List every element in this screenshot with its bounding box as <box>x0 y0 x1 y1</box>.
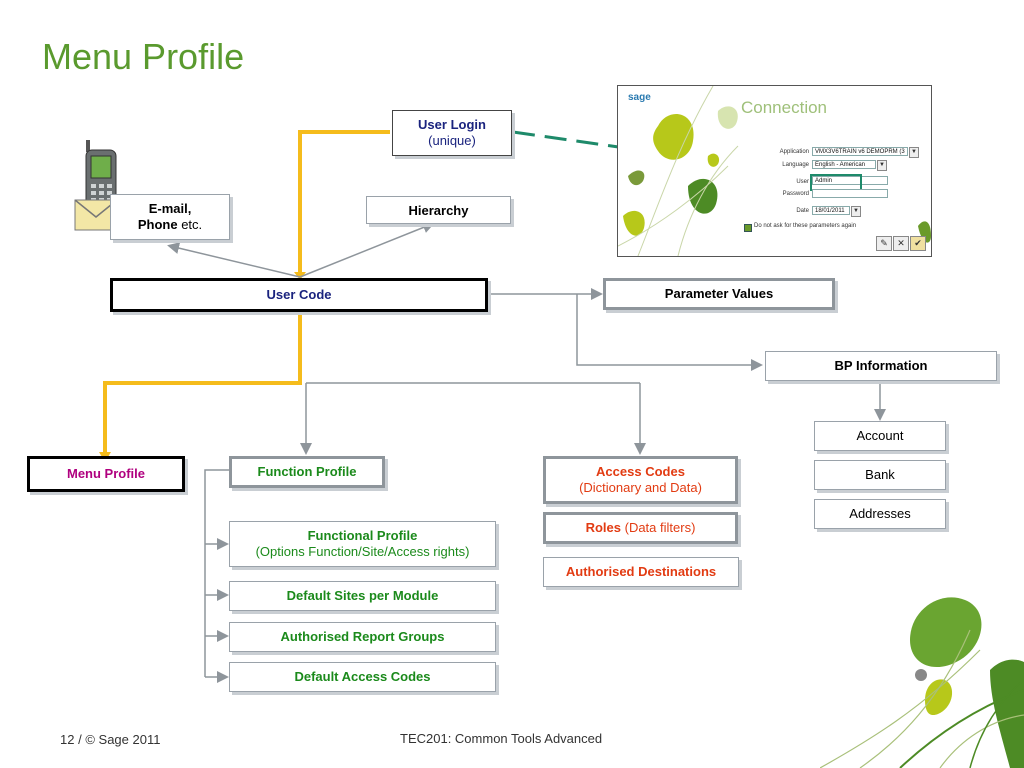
roles-box: Roles (Data filters) <box>543 512 738 544</box>
default-access-codes-box: Default Access Codes <box>229 662 496 692</box>
page-number: 12 <box>60 732 75 747</box>
report-groups-box: Authorised Report Groups <box>229 622 496 652</box>
remember-checkbox-label: Do not ask for these parameters again <box>754 223 857 229</box>
language-dropdown-icon[interactable]: ▼ <box>877 160 887 171</box>
yellow-path <box>103 130 390 457</box>
etc-label: etc. <box>177 217 203 232</box>
page-title: Menu Profile <box>42 36 245 77</box>
hierarchy-label: Hierarchy <box>408 203 469 218</box>
date-label: Date <box>796 208 809 214</box>
addresses-label: Addresses <box>849 506 911 521</box>
roles-note: (Data filters) <box>621 520 696 535</box>
password-field[interactable] <box>812 189 888 198</box>
hierarchy-box: Hierarchy <box>366 196 511 224</box>
bank-box: Bank <box>814 460 946 490</box>
bp-information-box: BP Information <box>765 351 997 381</box>
parameter-values-label: Parameter Values <box>664 286 774 301</box>
user-login-box: User Login (unique) <box>392 110 512 156</box>
functional-profile-label: Functional Profile <box>307 528 418 543</box>
functional-profile-note: (Options Function/Site/Access rights) <box>255 544 470 559</box>
application-label: Application <box>779 149 809 155</box>
menu-profile-label: Menu Profile <box>66 466 145 481</box>
footer-page-info: 12 / © Sage 2011 <box>60 732 160 747</box>
access-codes-box: Access Codes (Dictionary and Data) <box>543 456 738 504</box>
sage-logo: sage <box>628 92 651 103</box>
bank-label: Bank <box>865 467 895 482</box>
language-label: Language <box>782 162 809 168</box>
password-label: Password <box>782 191 809 197</box>
application-dropdown-icon[interactable]: ▼ <box>909 147 919 158</box>
account-label: Account <box>856 428 904 443</box>
date-field[interactable]: 18/01/2011 <box>812 206 850 215</box>
remember-checkbox[interactable] <box>744 224 752 232</box>
email-phone-box: E-mail, Phone etc. <box>110 194 230 240</box>
report-groups-label: Authorised Report Groups <box>280 629 445 644</box>
decorative-leaves <box>820 597 1024 768</box>
roles-label: Roles <box>585 520 621 535</box>
bp-information-label: BP Information <box>834 358 928 373</box>
application-field[interactable]: VMX3V6TRAIN v6 DEMOPRM (3 <box>812 147 908 156</box>
parameter-values-box: Parameter Values <box>603 278 835 310</box>
account-box: Account <box>814 421 946 451</box>
access-codes-note: (Dictionary and Data) <box>579 480 702 495</box>
footer-separator: / <box>78 732 82 747</box>
email-label: E-mail, <box>148 201 192 216</box>
leaf-graphic <box>618 86 931 256</box>
close-icon[interactable]: ✕ <box>893 236 909 251</box>
authorised-destinations-label: Authorised Destinations <box>565 564 717 579</box>
menu-profile-box: Menu Profile <box>27 456 185 492</box>
addresses-box: Addresses <box>814 499 946 529</box>
user-code-box: User Code <box>110 278 488 312</box>
user-code-label: User Code <box>266 287 332 302</box>
check-icon[interactable]: ✔ <box>910 236 926 251</box>
phone-label: Phone <box>137 217 178 232</box>
user-login-note: (unique) <box>428 133 476 148</box>
connection-screenshot: sage Connection Application VMX3V6TRAIN … <box>617 85 932 257</box>
default-sites-box: Default Sites per Module <box>229 581 496 611</box>
date-dropdown-icon[interactable]: ▼ <box>851 206 861 217</box>
course-name: TEC201: Common Tools Advanced <box>400 731 603 746</box>
user-login-label: User Login <box>418 117 486 132</box>
function-profile-label: Function Profile <box>257 464 357 479</box>
connection-heading: Connection <box>741 98 828 117</box>
function-profile-box: Function Profile <box>229 456 385 488</box>
access-codes-label: Access Codes <box>596 464 685 479</box>
authorised-destinations-box: Authorised Destinations <box>543 557 739 587</box>
functional-profile-box: Functional Profile (Options Function/Sit… <box>229 521 496 567</box>
user-label: User <box>796 179 809 185</box>
language-field[interactable]: English - American <box>812 160 876 169</box>
copyright: © Sage 2011 <box>85 732 161 747</box>
user-field[interactable]: Admin <box>812 176 888 185</box>
default-sites-label: Default Sites per Module <box>286 588 439 603</box>
edit-icon[interactable]: ✎ <box>876 236 892 251</box>
default-access-codes-label: Default Access Codes <box>294 669 431 684</box>
